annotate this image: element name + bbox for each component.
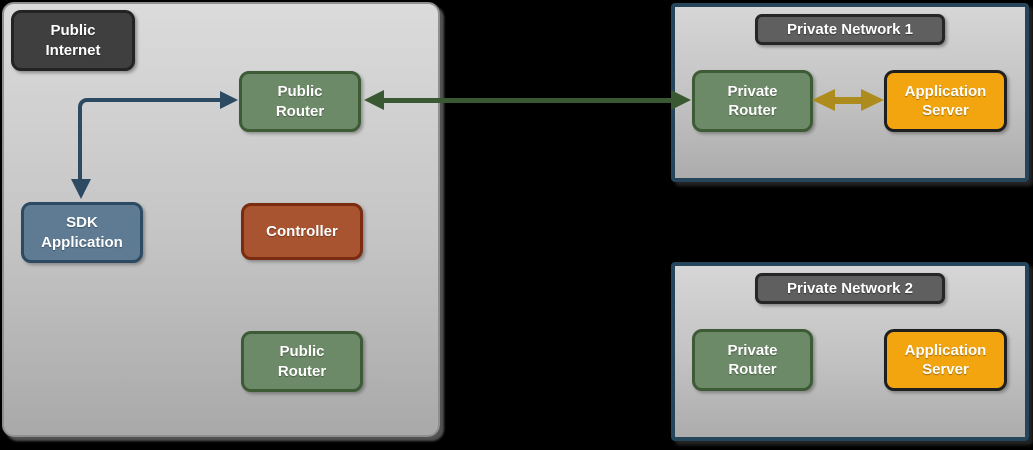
node-public-router-bottom: Public Router bbox=[241, 331, 363, 392]
zone-public-internet: Public Internet Public Router SDK Applic… bbox=[2, 2, 440, 437]
arrowhead-into-private-router-icon bbox=[671, 90, 691, 110]
node-private-router-2: Private Router bbox=[692, 329, 813, 391]
public-internet-zone-label: Public Internet bbox=[11, 10, 135, 71]
node-sdk-application: SDK Application bbox=[21, 202, 143, 263]
arrowhead-into-private-router-gold-icon bbox=[812, 89, 835, 111]
arrowhead-into-sdk-application-icon bbox=[71, 179, 91, 199]
node-public-router-top: Public Router bbox=[239, 71, 361, 132]
zone-private-network-2: Private Network 2 Private Router Applica… bbox=[671, 262, 1029, 441]
node-application-server-2: Application Server bbox=[884, 329, 1007, 391]
arrowhead-into-app-server-icon bbox=[861, 89, 884, 111]
arrowhead-into-public-router-left-icon bbox=[364, 90, 384, 110]
node-controller: Controller bbox=[241, 203, 363, 260]
node-private-router-1: Private Router bbox=[692, 70, 813, 132]
arrowhead-into-public-router-icon bbox=[220, 91, 238, 109]
arrow-public-router-to-private-router-line bbox=[382, 98, 672, 103]
arrow-private-router-to-app-server-line bbox=[834, 97, 862, 104]
zone-private-network-1: Private Network 1 Private Router Applica… bbox=[671, 3, 1029, 182]
node-application-server-1: Application Server bbox=[884, 70, 1007, 132]
private-network-2-zone-label: Private Network 2 bbox=[755, 273, 945, 304]
private-network-1-zone-label: Private Network 1 bbox=[755, 14, 945, 45]
arrow-sdk-to-public-router-line bbox=[78, 98, 228, 186]
